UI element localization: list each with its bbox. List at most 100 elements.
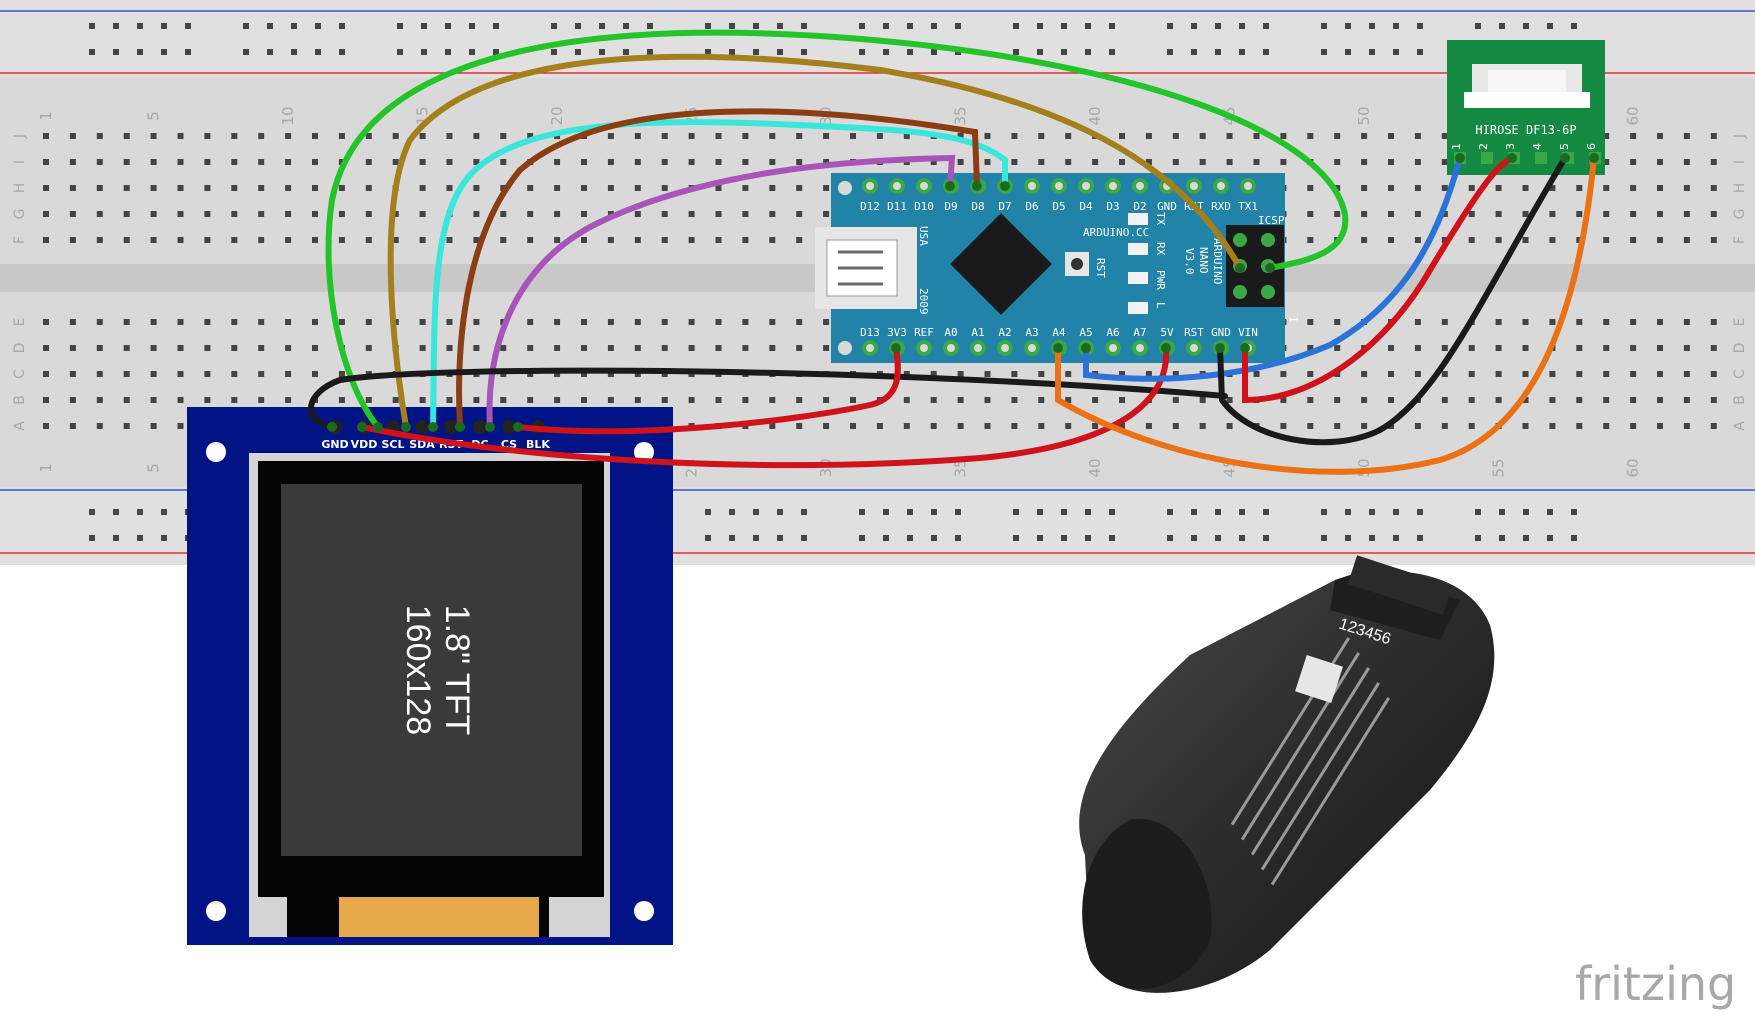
- rail-hole: [647, 49, 653, 55]
- breadboard-hole: [715, 319, 722, 325]
- breadboard-hole: [634, 345, 641, 351]
- breadboard-hole: [338, 371, 345, 377]
- breadboard-hole: [688, 159, 695, 165]
- breadboard-hole: [285, 133, 292, 139]
- row-letter-left: A: [12, 421, 28, 431]
- breadboard-hole: [338, 211, 345, 217]
- rail-hole: [267, 49, 273, 55]
- icsp-label: ICSP: [1258, 214, 1285, 227]
- breadboard-hole: [1307, 185, 1314, 191]
- breadboard-hole: [1683, 397, 1690, 403]
- breadboard-hole: [796, 211, 803, 217]
- breadboard-hole: [338, 237, 345, 243]
- rail-hole: [493, 23, 499, 29]
- wire-end: [485, 422, 495, 432]
- wire-end: [1053, 343, 1063, 353]
- breadboard-hole: [715, 237, 722, 243]
- rail-hole: [1239, 49, 1245, 55]
- breadboard-hole: [1468, 185, 1475, 191]
- rail-hole: [1061, 23, 1067, 29]
- breadboard-hole: [1657, 133, 1663, 139]
- breadboard-hole: [607, 345, 614, 351]
- breadboard-hole: [1630, 397, 1637, 403]
- breadboard-hole: [204, 319, 211, 325]
- breadboard-hole: [1414, 345, 1421, 351]
- breadboard-hole: [1710, 211, 1717, 217]
- column-number-bottom: 55: [1490, 458, 1508, 477]
- breadboard-hole: [312, 345, 318, 351]
- rail-hole: [1167, 49, 1173, 55]
- breadboard-hole: [1576, 371, 1583, 377]
- rail-hole: [907, 535, 913, 541]
- rail-hole: [1167, 23, 1173, 29]
- rail-hole: [1499, 23, 1505, 29]
- mount-hole: [634, 442, 654, 462]
- rail-hole: [1109, 23, 1115, 29]
- breadboard-hole: [1710, 159, 1717, 165]
- breadboard-hole: [1576, 211, 1583, 217]
- breadboard-hole: [554, 319, 561, 325]
- breadboard-hole: [957, 397, 964, 403]
- breadboard-hole: [1468, 237, 1475, 243]
- rail-hole: [859, 49, 865, 55]
- breadboard-hole: [1495, 397, 1502, 403]
- breadboard-hole: [688, 211, 695, 217]
- breadboard-hole: [1280, 133, 1287, 139]
- breadboard-hole: [150, 185, 157, 191]
- breadboard-hole: [1119, 133, 1125, 139]
- breadboard-hole: [1683, 319, 1690, 325]
- arduino-pin-label-bottom: A5: [1079, 326, 1092, 339]
- led-pwr: [1128, 272, 1148, 284]
- breadboard-hole: [1334, 133, 1341, 139]
- breadboard-hole: [1683, 345, 1690, 351]
- rail-hole: [859, 23, 865, 29]
- breadboard-hole: [1576, 185, 1583, 191]
- wire-blue: [1083, 155, 1463, 382]
- breadboard-hole: [796, 423, 803, 429]
- breadboard-hole: [500, 211, 507, 217]
- arduino-pin-label-top: D12: [860, 200, 880, 213]
- breadboard-hole: [1683, 185, 1690, 191]
- rail-hole: [1571, 535, 1577, 541]
- hirose-pin: [1481, 152, 1493, 164]
- breadboard-hole: [554, 211, 561, 217]
- breadboard-hole: [43, 371, 49, 377]
- breadboard-hole: [1630, 133, 1637, 139]
- rail-hole: [1013, 535, 1019, 541]
- breadboard-hole: [1657, 237, 1663, 243]
- breadboard-hole: [1495, 371, 1502, 377]
- breadboard-hole: [312, 185, 318, 191]
- breadboard-hole: [1576, 345, 1583, 351]
- rail-hole: [1393, 509, 1399, 515]
- led-rx-label: RX: [1154, 242, 1167, 256]
- breadboard-hole: [1092, 397, 1099, 403]
- breadboard-hole: [581, 211, 587, 217]
- breadboard-hole: [1441, 345, 1448, 351]
- breadboard-hole: [957, 159, 964, 165]
- breadboard-hole: [258, 345, 265, 351]
- breadboard-hole: [742, 345, 749, 351]
- breadboard-hole: [930, 397, 937, 403]
- breadboard-hole: [69, 423, 76, 429]
- rail-hole: [931, 49, 937, 55]
- breadboard-hole: [1199, 423, 1206, 429]
- rail-hole: [1345, 509, 1351, 515]
- breadboard-hole: [1038, 159, 1045, 165]
- wire-end: [1240, 343, 1250, 353]
- breadboard-hole: [419, 345, 426, 351]
- rail-hole: [1263, 509, 1269, 515]
- rail-hole: [1417, 23, 1423, 29]
- breadboard-hole: [1361, 133, 1368, 139]
- led-l: [1128, 302, 1148, 314]
- breadboard-hole: [930, 371, 937, 377]
- breadboard-hole: [1119, 159, 1125, 165]
- column-number-bottom: 30: [817, 458, 835, 477]
- mount-hole: [634, 901, 654, 921]
- wire-end: [972, 181, 982, 191]
- breadboard-hole: [1657, 185, 1663, 191]
- rail-hole: [859, 509, 865, 515]
- breadboard-hole: [1657, 345, 1663, 351]
- row-letter-left: H: [12, 183, 28, 194]
- rail-hole: [267, 23, 273, 29]
- breadboard-hole: [473, 211, 480, 217]
